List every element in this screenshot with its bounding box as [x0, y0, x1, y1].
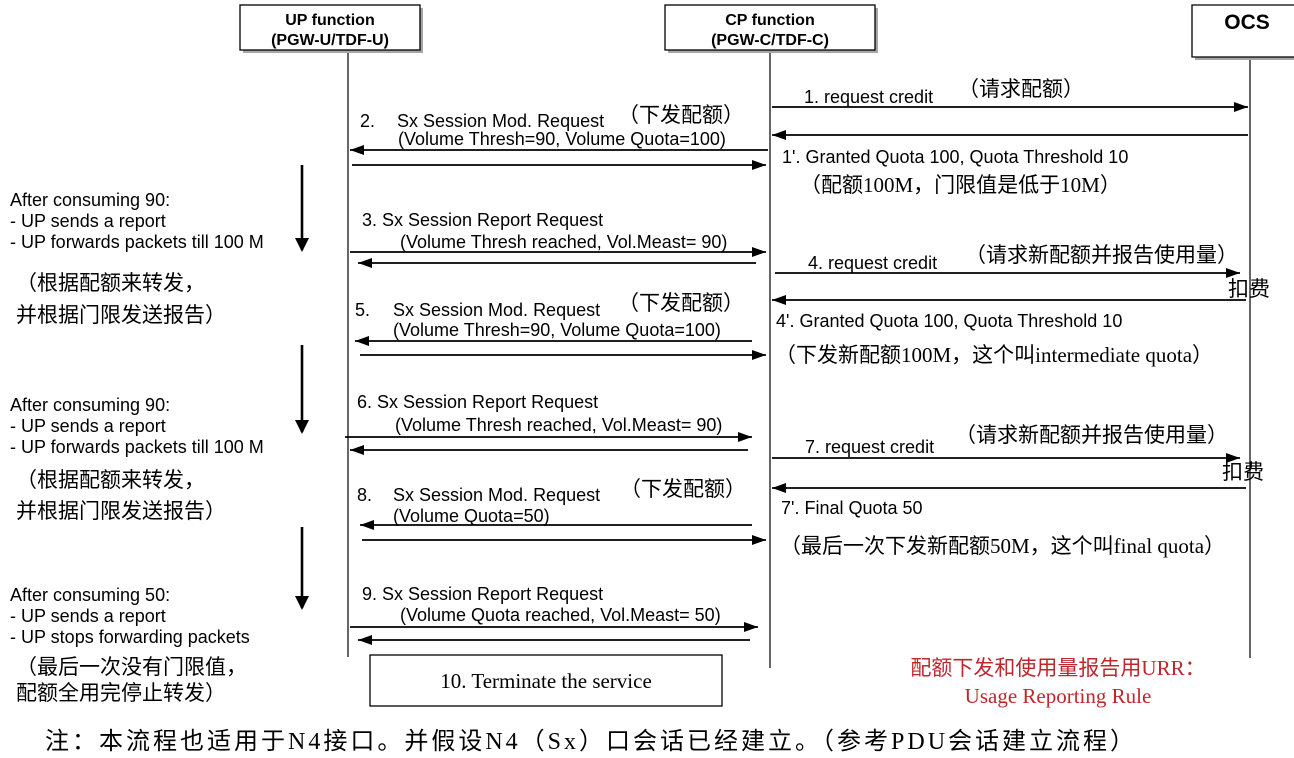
msg-7r-label: 7'. Final Quota 50: [781, 498, 923, 518]
phase-2-line-3: - UP forwards packets till 100 M: [10, 437, 264, 457]
participant-cp-box: [664, 4, 876, 51]
phase-1-note-2: 并根据门限发送报告）: [16, 303, 226, 327]
participant-cp-name: CP function: [725, 12, 814, 29]
legend-line-1: 配额下发和使用量报告用URR：: [910, 656, 1205, 680]
participant-ocs-fill: [1192, 5, 1294, 57]
msg-9-label: 9. Sx Session Report Request: [362, 584, 603, 604]
phase-2-note-2: 并根据门限发送报告）: [16, 499, 226, 523]
participant-up-detail: (PGW-U/TDF-U): [271, 32, 389, 49]
msg-1-label: 1. request credit: [804, 87, 933, 107]
msg-8-note: （下发配额）: [620, 477, 746, 501]
msg-5-label: Sx Session Mod. Request: [393, 300, 600, 320]
msg-5-number: 5.: [355, 300, 370, 320]
msg-7-charge: 扣费: [1222, 460, 1264, 484]
msg-2-number: 2.: [360, 111, 375, 131]
participant-up: UP function (PGW-U/TDF-U): [239, 4, 423, 53]
participant-up-name: UP function: [285, 12, 374, 29]
msg-5-params: (Volume Thresh=90, Volume Quota=100): [393, 320, 721, 340]
msg-8-number: 8.: [357, 485, 372, 505]
terminate-service-rect: [369, 654, 723, 707]
legend-line-2: Usage Reporting Rule: [965, 684, 1152, 708]
msg-2-params: (Volume Thresh=90, Volume Quota=100): [398, 129, 726, 149]
msg-5-note: （下发配额）: [618, 291, 744, 315]
phase-2-line-1: After consuming 90:: [10, 395, 170, 415]
msg-4r-note: （下发新配额100M，这个叫intermediate quota）: [775, 343, 1213, 367]
msg-4-charge: 扣费: [1228, 277, 1270, 301]
phase-3-note-1: （最后一次没有门限值，: [16, 655, 247, 679]
participant-cp: CP function (PGW-C/TDF-C): [664, 4, 878, 53]
participant-ocs-name: OCS: [1224, 11, 1270, 34]
msg-7-label: 7. request credit: [805, 437, 934, 457]
phase-1-line-1: After consuming 90:: [10, 190, 170, 210]
phase-3-line-2: - UP sends a report: [10, 606, 166, 626]
msg-8-params: (Volume Quota=50): [393, 506, 550, 526]
participant-up-box: [239, 4, 421, 51]
participant-ocs-box: [1191, 4, 1294, 58]
phase-1-line-3: - UP forwards packets till 100 M: [10, 232, 264, 252]
msg-8-label: Sx Session Mod. Request: [393, 485, 600, 505]
msg-4-note: （请求新配额并报告使用量）: [965, 243, 1238, 267]
terminate-service-box: 10. Terminate the service: [369, 654, 723, 707]
participant-ocs: OCS: [1191, 4, 1294, 60]
msg-1r-note: （配额100M，门限值是低于10M）: [800, 173, 1121, 197]
msg-1-note: （请求配额）: [958, 77, 1084, 101]
msg-4r-label: 4'. Granted Quota 100, Quota Threshold 1…: [776, 311, 1122, 331]
phase-1-note-1: （根据配额来转发，: [16, 271, 205, 295]
msg-3-params: (Volume Thresh reached, Vol.Meast= 90): [400, 232, 727, 252]
msg-3-label: 3. Sx Session Report Request: [362, 210, 603, 230]
footnote: 注：本流程也适用于N4接口。并假设N4（Sx）口会话已经建立。（参考PDU会话建…: [45, 728, 1137, 755]
msg-7r-note: （最后一次下发新配额50M，这个叫final quota）: [780, 534, 1225, 558]
msg-4-label: 4. request credit: [808, 253, 937, 273]
phase-3-line-3: - UP stops forwarding packets: [10, 627, 250, 647]
msg-6-params: (Volume Thresh reached, Vol.Meast= 90): [395, 415, 722, 435]
participant-ocs-shadow: [1195, 57, 1294, 60]
terminate-service-label: 10. Terminate the service: [440, 669, 652, 693]
phase-2-note-1: （根据配额来转发，: [16, 468, 205, 492]
msg-1r-label: 1'. Granted Quota 100, Quota Threshold 1…: [782, 147, 1128, 167]
phase-3-note-2: 配额全用完停止转发）: [16, 681, 226, 705]
phase-3-line-1: After consuming 50:: [10, 585, 170, 605]
phase-2-line-2: - UP sends a report: [10, 416, 166, 436]
msg-2-note: （下发配额）: [618, 103, 744, 127]
phase-1-line-2: - UP sends a report: [10, 211, 166, 231]
participant-cp-detail: (PGW-C/TDF-C): [711, 32, 829, 49]
msg-6-label: 6. Sx Session Report Request: [357, 392, 598, 412]
msg-2-label: Sx Session Mod. Request: [397, 111, 604, 131]
msg-7-note: （请求新配额并报告使用量）: [955, 423, 1228, 447]
msg-9-params: (Volume Quota reached, Vol.Meast= 50): [400, 605, 721, 625]
